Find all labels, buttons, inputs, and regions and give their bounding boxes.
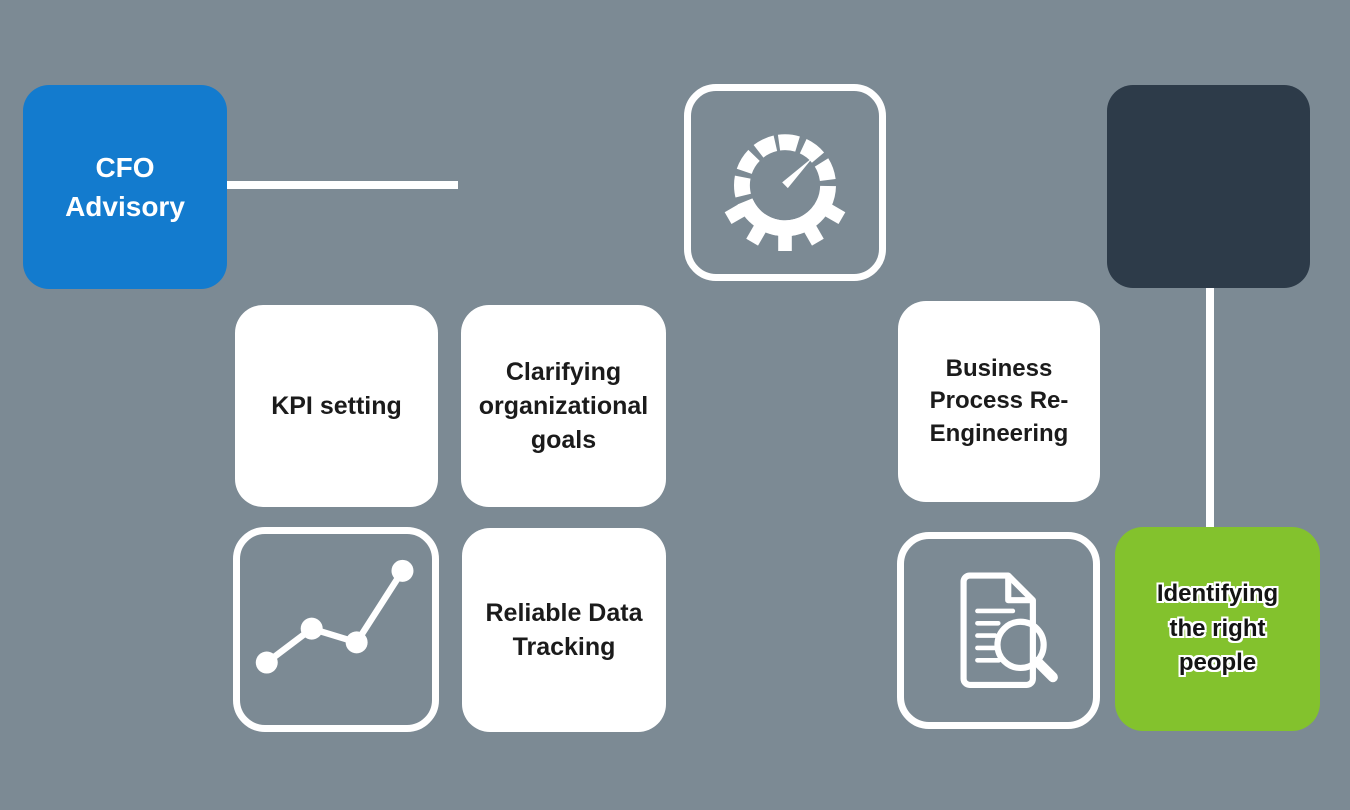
line-chart-card [233,527,439,732]
connector-vertical [1206,286,1214,528]
connector-horizontal [227,181,458,189]
kpi-setting-card: KPI setting [235,305,438,507]
document-search-card [897,532,1100,729]
document-search-icon [960,571,1058,688]
identifying-people-card: Identifying the right people [1115,527,1320,731]
gauge-gear-icon [724,133,846,251]
reliable-data-card: Reliable Data Tracking [462,528,666,732]
clarifying-goals-card: Clarifying organizational goals [461,305,666,507]
cfo-advisory-label: CFO Advisory [65,151,185,222]
identifying-people-label: Identifying the right people [1156,579,1279,677]
dark-card [1107,85,1310,288]
line-chart-icon [255,559,414,674]
kpi-setting-label: KPI setting [271,392,402,420]
business-process-card: Business Process Re-Engineering [898,301,1100,502]
business-process-label: Business Process Re-Engineering [929,354,1069,447]
reliable-data-label: Reliable Data Tracking [485,599,643,661]
clarifying-goals-label: Clarifying organizational goals [478,358,649,454]
cfo-advisory-card: CFO Advisory [23,85,227,289]
gauge-card [684,84,886,281]
